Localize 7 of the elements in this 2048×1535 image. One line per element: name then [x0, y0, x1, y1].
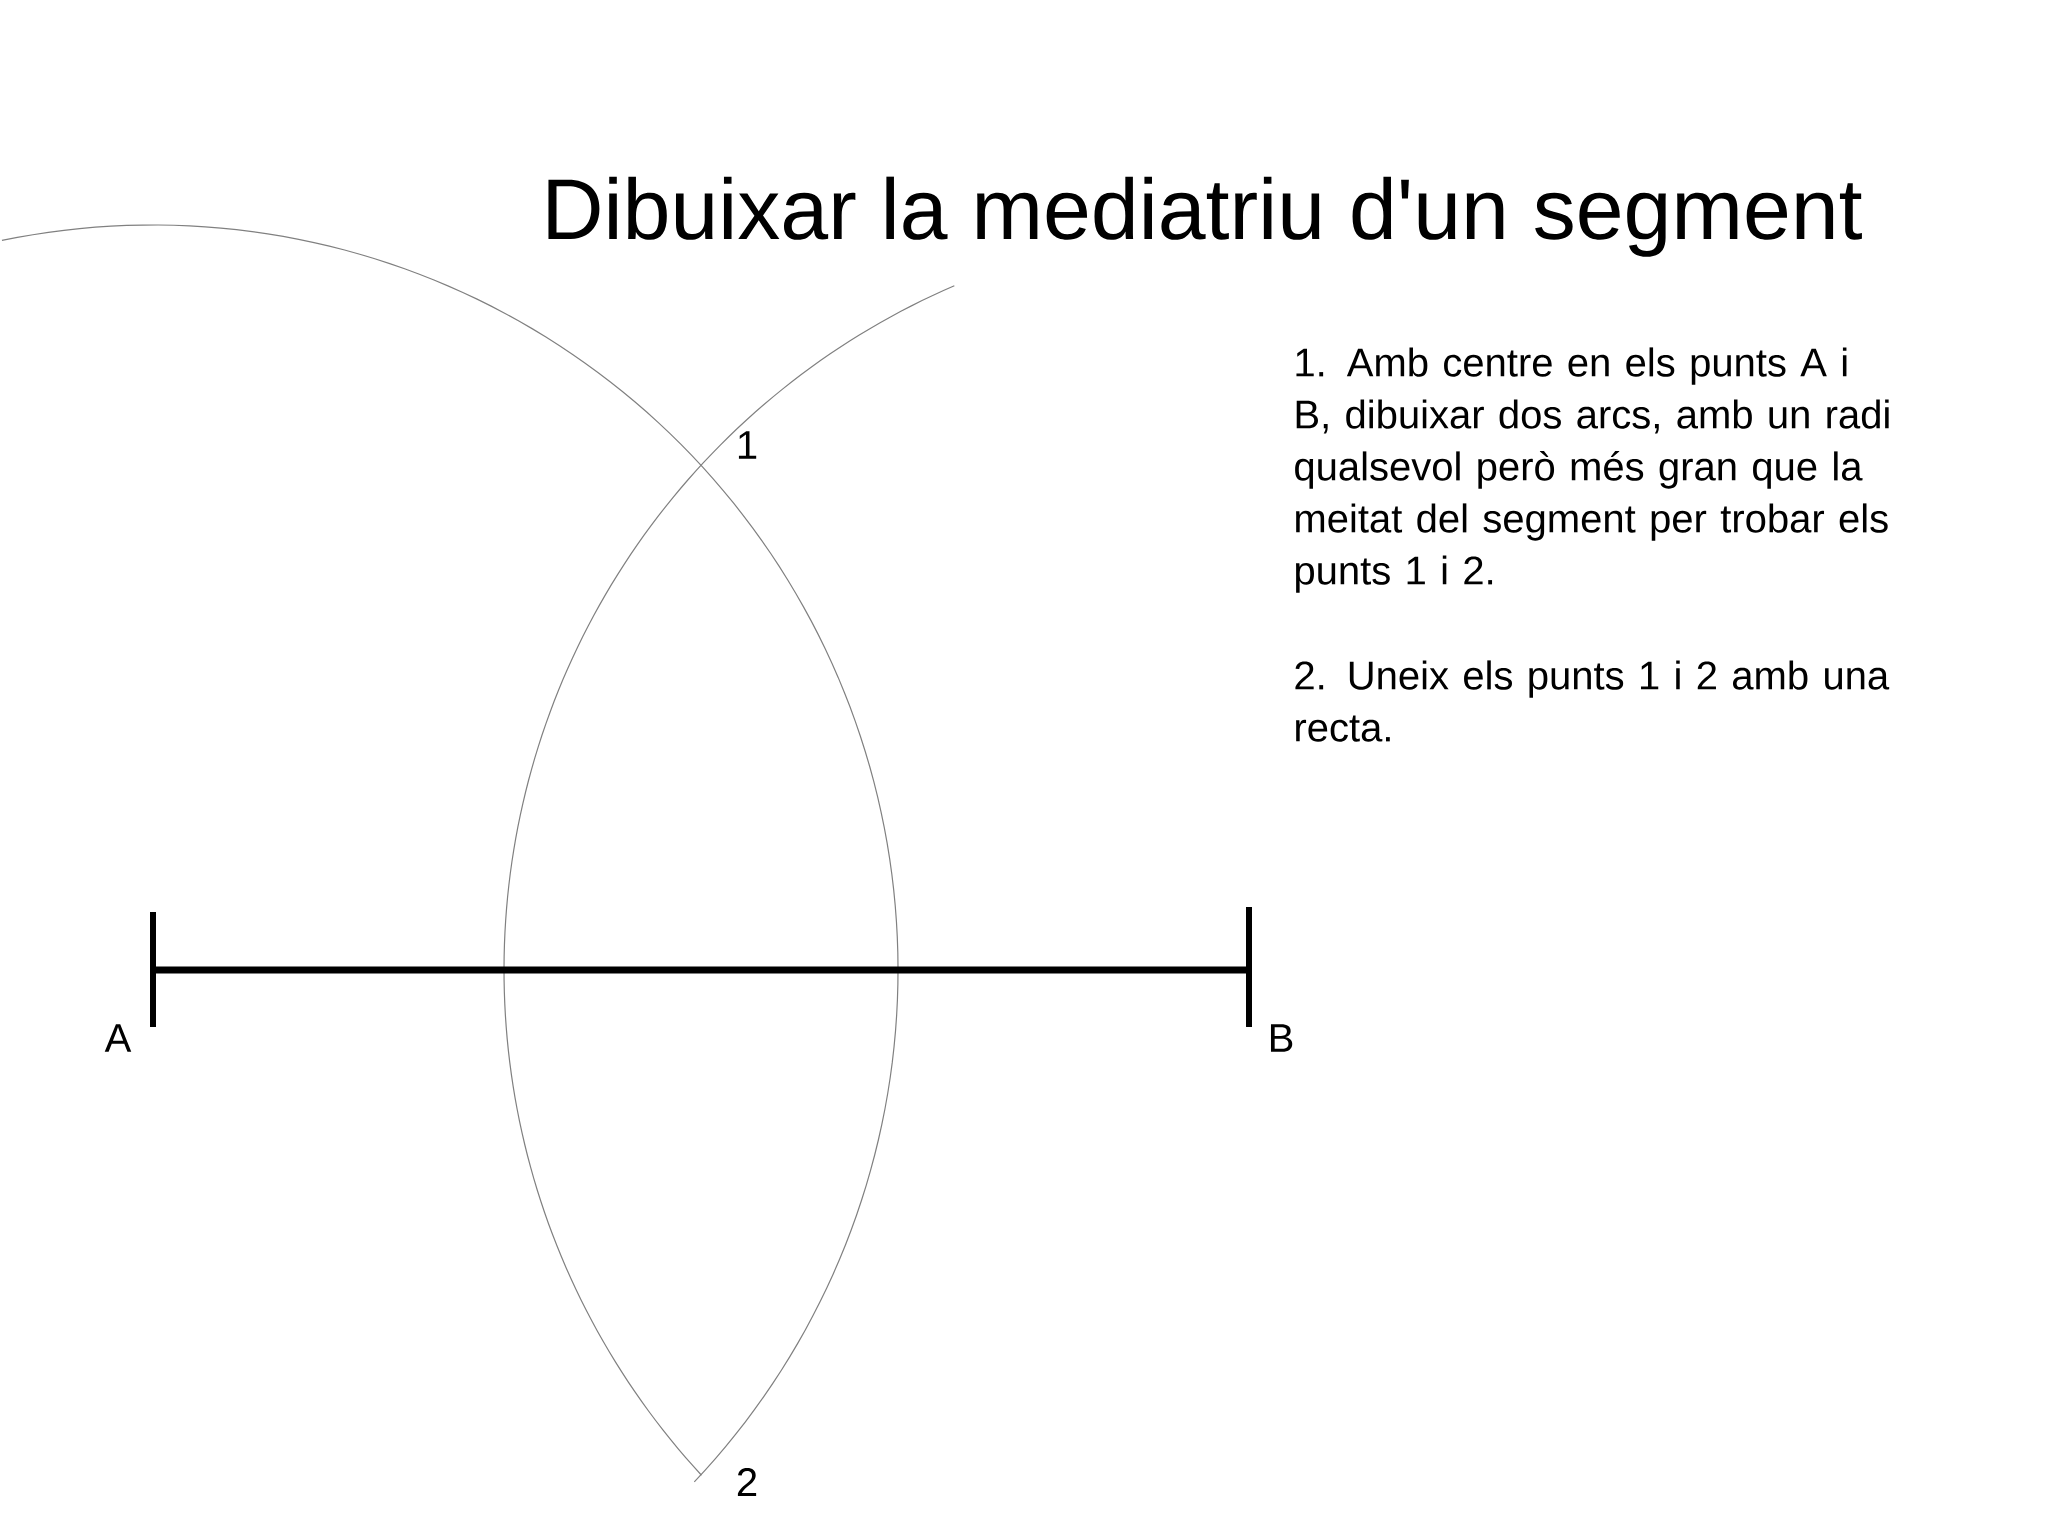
point-label: B	[1270, 1024, 1293, 1052]
title: Dibuixar la mediatriu d'un segment	[548, 176, 1862, 257]
point-label: 1	[738, 431, 757, 459]
point-label: 2	[737, 1468, 757, 1496]
point-label: A	[104, 1024, 132, 1052]
instruction-text: 2. Uneix els punts 1 i 2 amb una recta.	[1295, 660, 1890, 742]
instruction-text: 1. Amb centre en els punts A i B, dibuixar dos arcs, amb un radi qualsevol però més gran que la meitat del segment per trobar els punts 1 i 2.	[1295, 347, 1889, 593]
